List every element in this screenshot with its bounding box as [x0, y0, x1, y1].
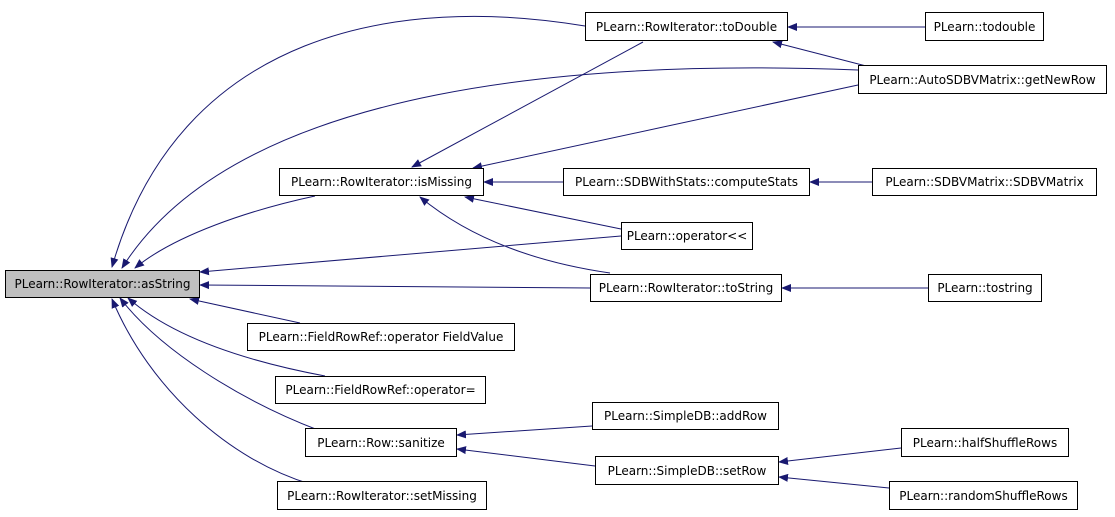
- node-rowiterator-setmissing[interactable]: PLearn::RowIterator::setMissing: [277, 481, 487, 510]
- edge-toDouble-asString: [110, 15, 586, 268]
- node-rowiterator-todouble[interactable]: PLearn::RowIterator::toDouble: [585, 12, 788, 41]
- edge-toDouble-isMissing: [411, 41, 644, 168]
- edge-randomShuffle-setRow: [778, 473, 890, 489]
- edge-halfShuffle-setRow: [778, 447, 902, 465]
- edge-setMissing-asString: [111, 298, 311, 485]
- node-operator-stream[interactable]: PLearn::operator<<: [621, 222, 753, 250]
- edge-toString-isMissing: [419, 196, 611, 274]
- edge-setRow-sanitize: [456, 446, 596, 467]
- node-fieldrowref-operator-assign[interactable]: PLearn::FieldRowRef::operator=: [275, 376, 486, 404]
- node-fieldrowref-operator-fieldvalue[interactable]: PLearn::FieldRowRef::operator FieldValue: [247, 323, 515, 351]
- edge-getNewRow-isMissing: [472, 84, 859, 171]
- edge-fieldAssignOp-asString: [127, 297, 326, 377]
- node-row-sanitize[interactable]: PLearn::Row::sanitize: [305, 428, 457, 457]
- edge-toString-asString: [199, 281, 591, 290]
- node-rowiterator-ismissing[interactable]: PLearn::RowIterator::isMissing: [279, 168, 484, 196]
- node-sdbwithstats-computestats[interactable]: PLearn::SDBWithStats::computeStats: [563, 168, 810, 196]
- edge-isMissing-asString: [134, 195, 316, 269]
- edge-operatorOut-isMissing: [464, 194, 622, 230]
- node-rowiterator-asstring: PLearn::RowIterator::asString: [5, 270, 200, 298]
- node-tostring[interactable]: PLearn::tostring: [928, 274, 1042, 302]
- node-rowiterator-tostring[interactable]: PLearn::RowIterator::toString: [590, 274, 782, 302]
- edge-operatorOut-asString: [199, 235, 622, 276]
- edge-getNewRow-asString: [121, 67, 859, 269]
- edge-fieldValueOp-asString: [189, 297, 301, 324]
- node-halfshufflerows[interactable]: PLearn::halfShuffleRows: [901, 428, 1069, 457]
- edge-sanitize-asString: [119, 297, 319, 431]
- node-autosdbvmatrix-getnewrow[interactable]: PLearn::AutoSDBVMatrix::getNewRow: [858, 65, 1107, 94]
- edge-getNewRow-toDouble: [772, 40, 871, 68]
- edge-addRow-sanitize: [456, 425, 593, 439]
- node-todouble[interactable]: PLearn::todouble: [925, 12, 1044, 41]
- node-randomshufflerows[interactable]: PLearn::randomShuffleRows: [889, 481, 1078, 510]
- node-simpledb-addrow[interactable]: PLearn::SimpleDB::addRow: [592, 402, 779, 430]
- node-simpledb-setrow[interactable]: PLearn::SimpleDB::setRow: [595, 456, 779, 485]
- node-sdbvmatrix-sdbvmatrix[interactable]: PLearn::SDBVMatrix::SDBVMatrix: [872, 168, 1097, 196]
